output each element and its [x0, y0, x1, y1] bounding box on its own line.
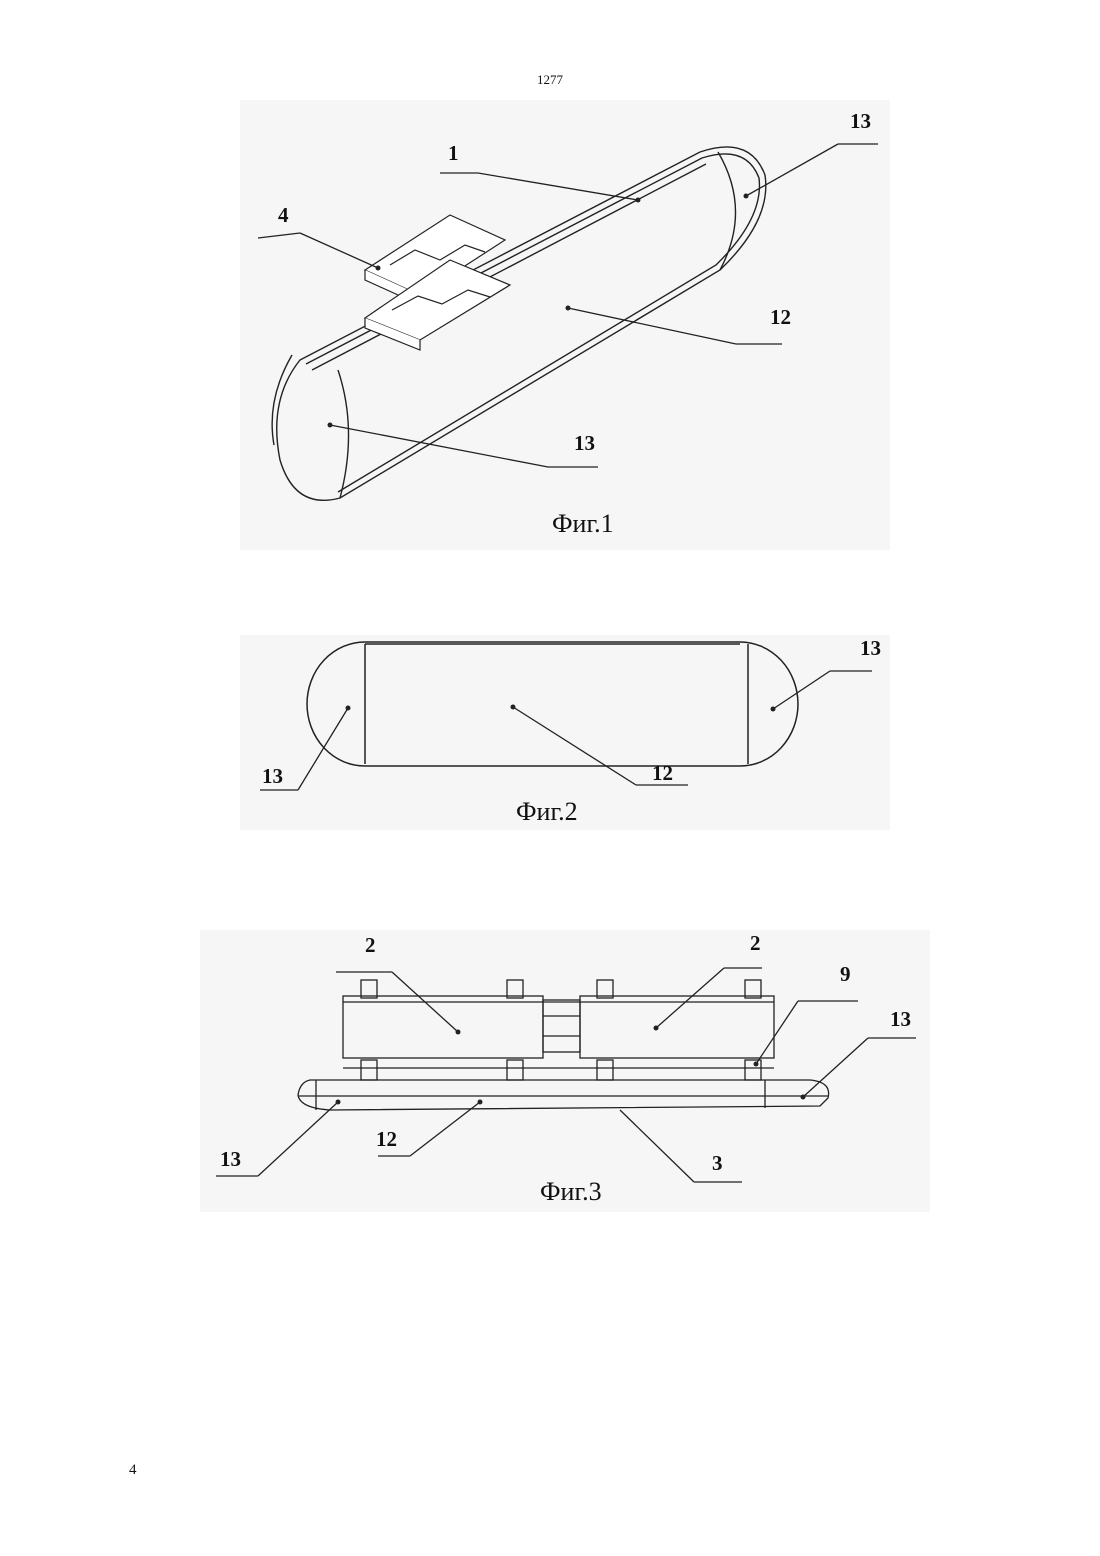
label-12: 12 — [770, 305, 791, 329]
label-2-left: 2 — [365, 933, 376, 957]
label-3: 3 — [712, 1151, 723, 1175]
figure-2-drawing: 13 13 12 Фиг.2 — [240, 635, 890, 830]
label-2-right: 2 — [750, 931, 761, 955]
figure-3-drawing: 2 2 9 13 13 12 3 Фиг.3 — [200, 930, 930, 1212]
figure-1-caption: Фиг.1 — [552, 509, 614, 538]
figure-1: 1 4 13 12 13 Фиг.1 — [240, 100, 890, 550]
scan-background — [240, 100, 890, 550]
label-1: 1 — [448, 141, 459, 165]
label-13-right: 13 — [860, 636, 881, 660]
label-9: 9 — [840, 962, 851, 986]
figure-2: 13 13 12 Фиг.2 — [240, 635, 890, 830]
label-12: 12 — [376, 1127, 397, 1151]
page-number-bottom: 4 — [129, 1462, 137, 1479]
label-13-left: 13 — [220, 1147, 241, 1171]
label-13-top: 13 — [850, 109, 871, 133]
label-13-right: 13 — [890, 1007, 911, 1031]
figure-3: 2 2 9 13 13 12 3 Фиг.3 — [200, 930, 930, 1212]
figure-2-caption: Фиг.2 — [516, 797, 578, 826]
scan-background — [200, 930, 930, 1212]
figure-1-drawing: 1 4 13 12 13 Фиг.1 — [240, 100, 890, 550]
label-13-left: 13 — [262, 764, 283, 788]
label-4: 4 — [278, 203, 289, 227]
label-12: 12 — [652, 761, 673, 785]
label-13-bottom: 13 — [574, 431, 595, 455]
page-number-top: 1277 — [0, 72, 1100, 88]
figure-3-caption: Фиг.3 — [540, 1177, 602, 1206]
